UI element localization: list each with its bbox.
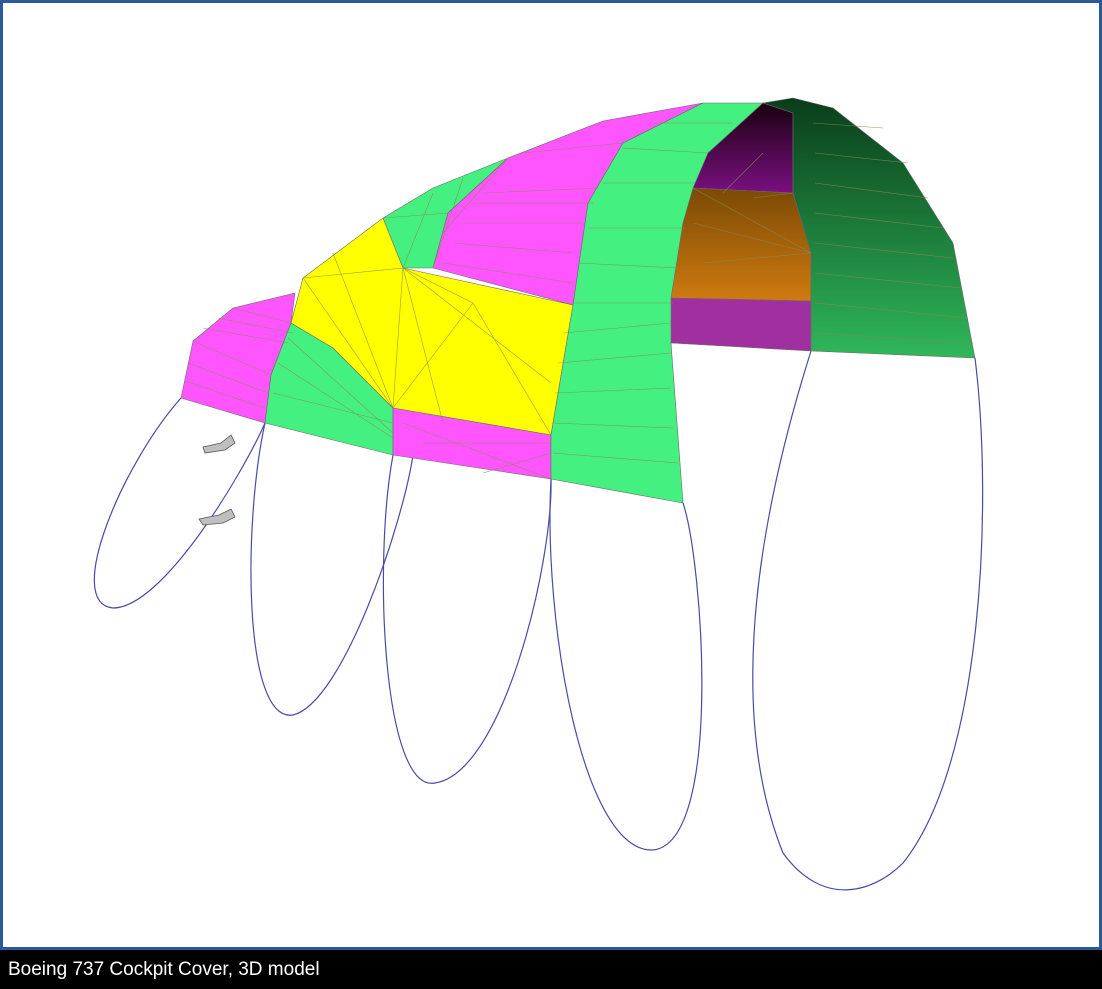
panel-outer-dark-green: [762, 97, 976, 359]
bracket-icon: [202, 434, 236, 454]
brackets: [198, 434, 236, 526]
mesh-edges: [184, 122, 974, 480]
cockpit-cover-surface: [180, 97, 976, 504]
panel-inner-orange: [670, 187, 812, 302]
bracket-icon: [198, 508, 236, 526]
frame-ellipse-5: [752, 350, 984, 891]
panel-inner-purple-bottom: [670, 297, 812, 352]
cockpit-cover-3d-model: [93, 97, 984, 891]
frame-ellipse-3: [382, 454, 552, 784]
frame-ellipses: [93, 350, 984, 891]
frame-ellipse-2: [250, 422, 414, 716]
model-viewport-frame: [0, 0, 1102, 950]
frame-ellipse-4: [549, 478, 703, 851]
frame-ellipse-1: [93, 397, 266, 609]
image-caption: Boeing 737 Cockpit Cover, 3D model: [0, 950, 1102, 989]
